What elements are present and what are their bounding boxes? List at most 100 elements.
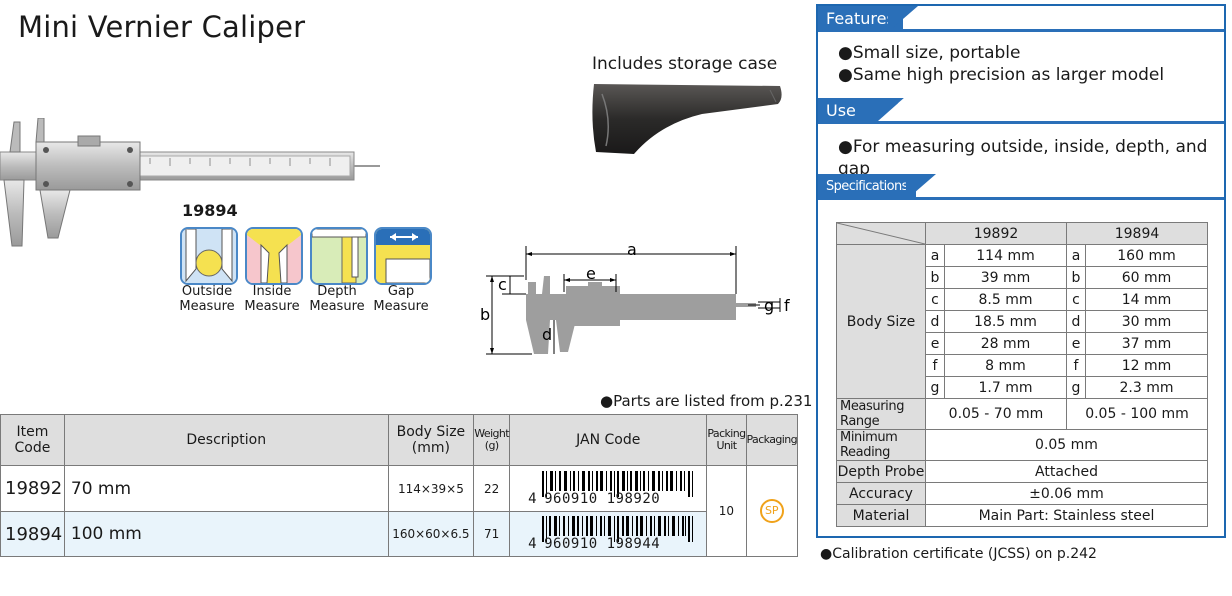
dim-letter: g: [1066, 376, 1086, 399]
spec-value: 8.5 mm: [944, 288, 1067, 311]
storage-case-label: Includes storage case: [592, 54, 778, 74]
storage-case-image: [592, 84, 782, 154]
dim-e-label: e: [586, 264, 596, 283]
min-reading-label: Minimum Reading: [836, 429, 926, 461]
spec-value: 12 mm: [1085, 354, 1208, 377]
header-weight: Weight (g): [473, 414, 511, 466]
dim-letter: d: [925, 310, 945, 333]
dim-letter: c: [925, 288, 945, 311]
spec-col-19894: 19894: [1066, 222, 1208, 245]
inside-measure-icon: [245, 227, 303, 285]
measure-mode-depth: [310, 227, 368, 285]
page-title: Mini Vernier Caliper: [18, 10, 306, 44]
measure-mode-inside: [245, 227, 303, 285]
dim-letter: d: [1066, 310, 1086, 333]
spec-value: 37 mm: [1085, 332, 1208, 355]
dim-letter: a: [925, 244, 945, 267]
outside-measure-icon: [180, 227, 238, 285]
spec-value: 14 mm: [1085, 288, 1208, 311]
product-table: Item Code Description Body Size (mm) Wei…: [0, 414, 798, 557]
spec-table: 19892 19894 Body Size a 114 mm a 160 mm …: [836, 222, 1208, 527]
spec-value: 114 mm: [944, 244, 1067, 267]
jan-code: 4 960910 198944: [509, 511, 708, 557]
dim-letter: g: [925, 376, 945, 399]
description: 100 mm: [63, 511, 389, 557]
sp-badge-icon: SP: [759, 499, 784, 523]
spec-value: 60 mm: [1085, 266, 1208, 289]
depth-measure-icon: [310, 227, 368, 285]
body-size: 114×39×5: [387, 465, 475, 512]
feature-item: ●Same high precision as larger model: [838, 65, 1165, 85]
jan-code: 4 960910 198920: [509, 465, 708, 512]
spec-band: Specifications: [818, 174, 1224, 200]
body-size: 160×60×6.5: [387, 511, 475, 557]
dim-d-label: d: [542, 325, 552, 344]
features-band: Features: [818, 6, 1224, 32]
weight: 71: [473, 511, 511, 557]
dim-letter: e: [925, 332, 945, 355]
use-title: Use: [818, 98, 864, 124]
header-body-size: Body Size (mm): [387, 414, 475, 466]
features-list: ●Small size, portable ●Same high precisi…: [838, 42, 1164, 86]
measuring-range-19894: 0.05 - 100 mm: [1066, 398, 1208, 430]
material-label: Material: [836, 504, 926, 527]
table-row: 19894 100 mm 160×60×6.5 71: [0, 511, 798, 557]
dim-g-label: g: [764, 296, 774, 315]
spec-title: Specifications: [818, 174, 916, 200]
item-code: 19894: [0, 511, 65, 557]
item-code: 19892: [0, 465, 65, 512]
dim-letter: f: [1066, 354, 1086, 377]
measure-mode-outside: [180, 227, 238, 285]
spec-value: 160 mm: [1085, 244, 1208, 267]
spec-value: 30 mm: [1085, 310, 1208, 333]
caliper-image: [0, 118, 380, 247]
material-value: Main Part: Stainless steel: [925, 504, 1208, 527]
dim-letter: b: [1066, 266, 1086, 289]
table-row: 19892 70 mm 114×39×5 22: [0, 465, 798, 557]
weight: 22: [473, 465, 511, 512]
spec-value: 39 mm: [944, 266, 1067, 289]
dim-letter: c: [1066, 288, 1086, 311]
header-packaging: Packaging: [745, 414, 798, 466]
header-item-code: Item Code: [0, 414, 65, 466]
gap-measure-icon: [374, 227, 432, 285]
dim-b-label: b: [480, 305, 490, 324]
tab-corner: [888, 6, 918, 32]
dim-letter: f: [925, 354, 945, 377]
dim-a-label: a: [627, 240, 637, 259]
accuracy-value: ±0.06 mm: [925, 482, 1208, 505]
packaging-cell: SP: [745, 465, 798, 557]
spec-value: 18.5 mm: [944, 310, 1067, 333]
dimension-diagram: a b c d e f g: [480, 240, 790, 355]
description: 70 mm: [63, 465, 389, 512]
measuring-range-19892: 0.05 - 70 mm: [925, 398, 1067, 430]
measure-mode-gap: [374, 227, 432, 285]
packing-unit: 10: [706, 465, 747, 557]
body-size-label: Body Size: [836, 244, 926, 399]
tab-corner: [906, 174, 936, 200]
min-reading-value: 0.05 mm: [925, 429, 1208, 461]
barcode-icon: [542, 470, 694, 497]
depth-probe-label: Depth Probe: [836, 460, 926, 483]
header-description: Description: [63, 414, 389, 466]
use-band: Use: [818, 98, 1224, 124]
spec-value: 2.3 mm: [1085, 376, 1208, 399]
spec-col-19892: 19892: [925, 222, 1067, 245]
tab-corner: [874, 98, 904, 124]
dim-letter: a: [1066, 244, 1086, 267]
dim-letter: e: [1066, 332, 1086, 355]
depth-probe-value: Attached: [925, 460, 1208, 483]
accuracy-label: Accuracy: [836, 482, 926, 505]
feature-item: ●Small size, portable: [838, 43, 1021, 63]
spec-value: 1.7 mm: [944, 376, 1067, 399]
header-packing-unit: Packing Unit: [706, 414, 747, 466]
dim-c-label: c: [498, 275, 507, 294]
barcode-icon: [542, 516, 694, 542]
dim-f-label: f: [784, 296, 790, 315]
model-number-label: 19894: [182, 201, 238, 220]
spec-value: 28 mm: [944, 332, 1067, 355]
